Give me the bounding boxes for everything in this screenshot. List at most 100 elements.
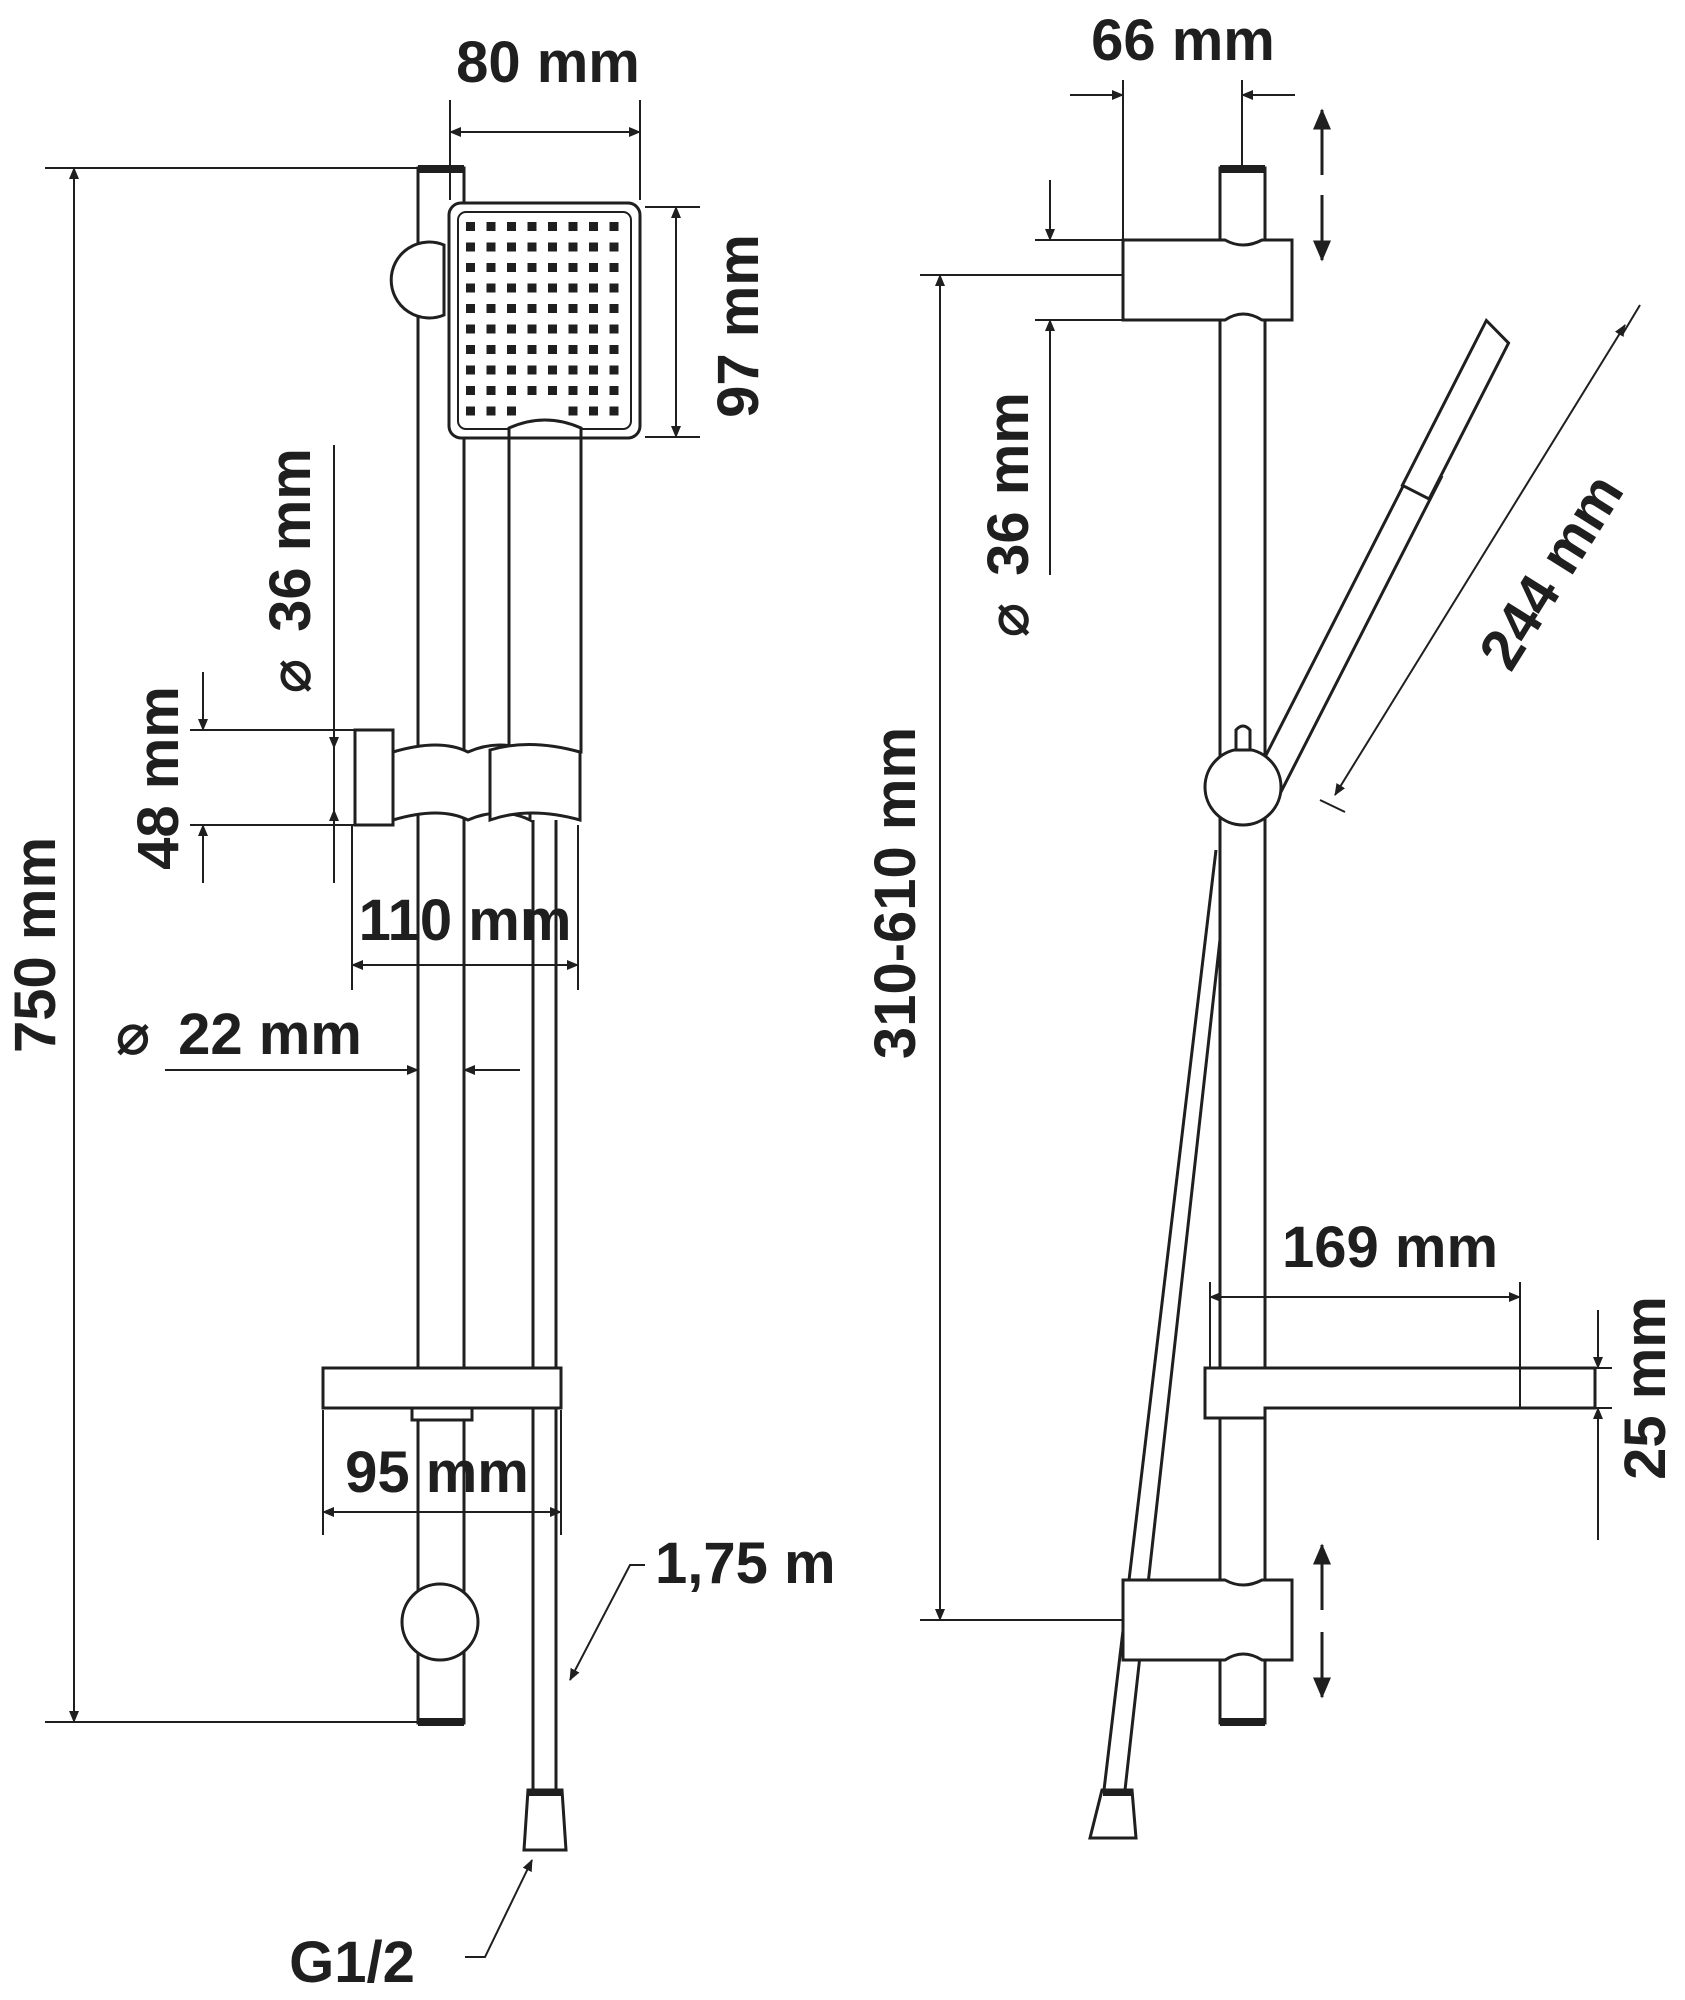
nozzle [568,263,578,272]
nozzle [466,365,475,375]
side-handset [1244,317,1511,809]
nozzle [548,386,557,395]
nozzle [609,324,619,334]
nozzle [507,365,516,375]
thread-leader [465,1859,533,1958]
nozzle [486,242,496,252]
nozzle [609,345,619,354]
handset-neck [507,418,583,440]
nozzle [548,304,557,313]
spray-nozzles [466,222,619,416]
side-view: 66 mm ⌀ 36 mm 310-610 mm 244 mm [863,8,1678,1840]
nozzle [527,283,537,293]
nozzle [507,345,516,354]
nozzle [589,365,598,375]
nozzle [527,263,537,272]
nozzle [548,222,557,231]
nozzle [486,406,496,416]
nozzle [589,304,598,313]
soap-dish [321,1366,563,1410]
nozzle [507,406,516,416]
dim-bracket-offset [1070,80,1295,240]
nozzle [589,324,598,334]
rail-top-cap [418,165,464,173]
nozzle [486,324,496,334]
nozzle [507,222,516,231]
total-length-label: 750 mm [3,837,68,1053]
nozzle [507,304,516,313]
nozzle [589,222,598,231]
nozzle [568,345,578,354]
nozzle [568,365,578,375]
nozzle [466,263,475,272]
nozzle [527,242,537,252]
side-bracket-diameter-symbol: ⌀ [976,603,1041,638]
nozzle [466,406,475,416]
nozzle [548,263,557,272]
soap-dish-width-label: 95 mm [345,1440,529,1505]
side-slide-rail [1218,166,1267,1725]
nozzle [589,263,598,272]
nozzle [609,406,619,416]
nozzle [486,365,496,375]
side-hose-connector-ring [1103,1790,1131,1796]
head-height-label: 97 mm [706,234,771,418]
side-bracket-diameter-annotation: ⌀ 36 mm [976,392,1041,637]
side-rail-top-cap [1220,165,1265,173]
holder-diameter-annotation: ⌀ 36 mm [258,448,323,693]
side-upper-bracket [1121,238,1294,322]
nozzle [507,242,516,252]
dim-total-length [45,167,420,1723]
hose-length-label: 1,75 m [655,1531,836,1596]
nozzle [609,242,619,252]
nozzle [486,283,496,293]
rail-diameter-symbol: ⌀ [116,1002,151,1067]
nozzle [486,222,496,231]
holder-height-label: 48 mm [126,686,191,870]
nozzle [548,365,557,375]
nozzle [609,263,619,272]
nozzle [466,345,475,354]
side-lower-bracket [1121,1578,1294,1662]
nozzle [609,304,619,313]
thread-label: G1/2 [289,1930,415,1995]
nozzle [486,386,496,395]
nozzle [609,283,619,293]
dim-side-bracket-diameter [1035,180,1123,575]
side-soap-dish [1203,1366,1597,1420]
side-bracket-diameter-label: 36 mm [976,392,1041,576]
nozzle [609,386,619,395]
dim-head-width [449,100,641,200]
head-width-label: 80 mm [456,30,640,95]
dim-holder-depth [351,825,579,990]
dim-handset-length [1319,304,1641,813]
hose [531,820,558,1790]
nozzle [527,365,537,375]
side-slider-holder [1203,747,1283,827]
lower-wall-bracket [400,1582,480,1662]
nozzle [466,324,475,334]
slider-holder [353,728,582,827]
handset-head [447,201,642,440]
holder-diameter-symbol: ⌀ [258,659,323,694]
dim-head-height [645,206,700,438]
nozzle [548,324,557,334]
adjustable-range-label: 310-610 mm [863,727,928,1059]
dim-adjustable-range [920,274,1123,1621]
handset-length-label: 244 mm [1467,463,1637,681]
nozzle [568,386,578,395]
dish-height-label: 25 mm [1613,1296,1678,1480]
bracket-offset-label: 66 mm [1091,8,1275,73]
rail-bottom-cap [418,1718,464,1726]
nozzle [568,324,578,334]
dish-depth-label: 169 mm [1282,1215,1498,1280]
nozzle [589,406,598,416]
nozzle [527,222,537,231]
nozzle [568,242,578,252]
nozzle [507,263,516,272]
nozzle [527,324,537,334]
nozzle [589,386,598,395]
holder-diameter-label: 36 mm [258,448,323,632]
nozzle [527,386,537,395]
nozzle [568,283,578,293]
